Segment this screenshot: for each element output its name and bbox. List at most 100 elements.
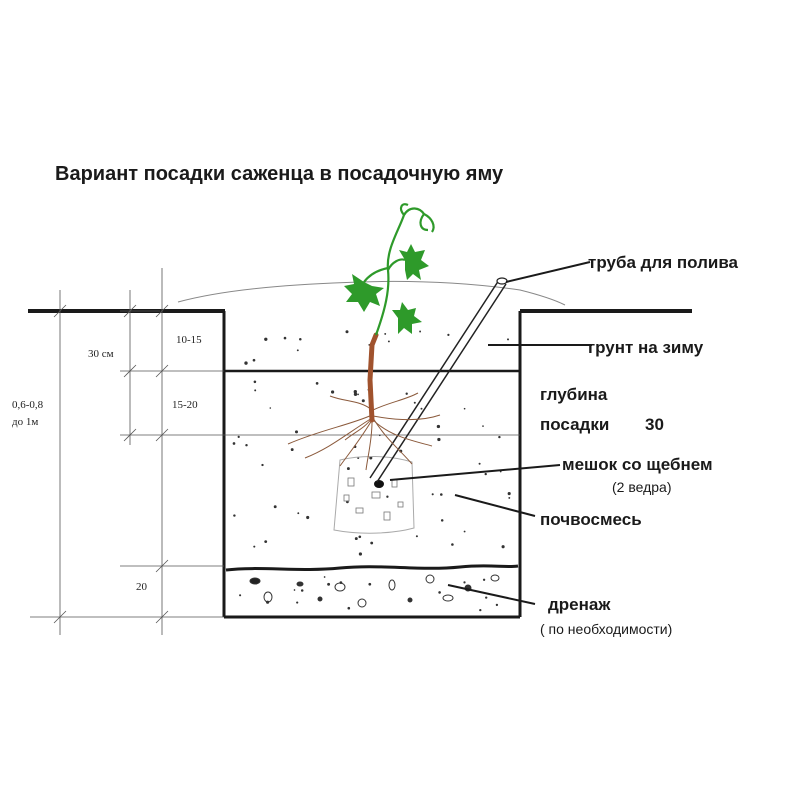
- label-drainage: дренаж: [548, 595, 611, 614]
- soil-speck: [232, 442, 236, 445]
- soil-speck: [387, 340, 390, 343]
- soil-speck: [498, 435, 501, 439]
- soil-speck: [283, 336, 287, 340]
- soil-speck: [254, 389, 257, 392]
- soil-speck: [239, 594, 242, 597]
- soil-speck: [386, 495, 389, 498]
- soil-speck: [233, 514, 236, 517]
- soil-speck: [451, 543, 454, 546]
- soil-speck: [384, 332, 387, 335]
- soil-speck: [315, 382, 319, 385]
- soil-speck: [506, 338, 510, 341]
- watering-pipe: [369, 277, 508, 483]
- soil-speck: [237, 435, 240, 439]
- soil-speck: [436, 424, 441, 429]
- soil-speck: [264, 337, 268, 341]
- dim-depth-30: 30 см: [88, 348, 114, 360]
- dim-drain-layer: 20: [136, 581, 148, 593]
- soil-speck: [357, 393, 359, 396]
- soil-speck: [438, 591, 441, 594]
- soil-speck: [507, 492, 511, 496]
- soil-speck: [244, 361, 248, 365]
- soil-speck: [440, 493, 443, 496]
- soil-speck: [463, 530, 466, 533]
- soil-speck: [323, 576, 326, 578]
- soil-speck: [431, 493, 434, 496]
- soil-speck: [478, 462, 481, 465]
- soil-speck: [273, 505, 277, 509]
- label-depth-value: 30: [645, 415, 664, 434]
- label-depth-line1: глубина: [540, 385, 608, 404]
- soil-speck: [353, 390, 357, 394]
- soil-speck: [415, 535, 418, 538]
- soil-speck: [369, 456, 373, 460]
- soil-speck: [437, 437, 441, 442]
- diagram-title: Вариант посадки саженца в посадочную яму: [55, 163, 504, 185]
- callout-lines: [389, 261, 592, 605]
- drainage-boundary: [225, 564, 519, 572]
- soil-speck: [261, 463, 264, 467]
- label-soil-mix: почвосмесь: [540, 510, 642, 529]
- soil-speck: [378, 434, 381, 437]
- dim-total-line2: до 1м: [12, 416, 38, 428]
- label-winter-soil: грунт на зиму: [588, 338, 704, 357]
- soil-speck: [479, 608, 482, 612]
- soil-speck: [405, 392, 408, 395]
- soil-speck: [508, 496, 511, 499]
- soil-speck: [370, 541, 374, 545]
- soil-speck: [484, 472, 487, 476]
- dim-total-line1: 0,6-0,8: [12, 399, 44, 411]
- soil-speck: [413, 401, 416, 404]
- label-pipe: труба для полива: [588, 253, 739, 272]
- soil-speck: [253, 380, 257, 384]
- soil-speck: [253, 545, 256, 548]
- soil-speck: [347, 606, 351, 610]
- soil-speck: [420, 407, 423, 410]
- soil-mound: [177, 280, 566, 306]
- drainage-stones: [249, 574, 500, 608]
- soil-speck: [419, 330, 422, 333]
- soil-speck: [306, 515, 310, 520]
- soil-speck: [345, 330, 349, 334]
- soil-speck: [361, 399, 365, 403]
- soil-speck: [358, 535, 362, 539]
- soil-speck: [299, 338, 302, 341]
- soil-speck: [331, 390, 335, 394]
- soil-speck: [296, 349, 299, 352]
- soil-speck: [297, 512, 300, 515]
- soil-speck: [368, 582, 372, 586]
- seedling-stem: [367, 332, 379, 423]
- gravel-bag: [333, 455, 415, 534]
- soil-speck: [353, 392, 358, 396]
- seedling-leaves: [344, 244, 429, 334]
- soil-speck: [501, 545, 505, 549]
- dimension-lines: [30, 268, 520, 635]
- soil-speck: [294, 430, 299, 434]
- label-bag: мешок со щебнем: [562, 455, 713, 474]
- soil-speck: [495, 603, 499, 607]
- soil-speck: [290, 448, 294, 452]
- soil-speck: [440, 519, 444, 522]
- soil-speck: [264, 540, 268, 543]
- dim-top-layer: 10-15: [176, 334, 202, 346]
- soil-speck: [358, 552, 362, 556]
- soil-speck: [327, 582, 331, 586]
- soil-speck: [293, 589, 296, 591]
- label-drainage-note: ( по необходимости): [540, 621, 672, 637]
- soil-speck: [463, 407, 466, 410]
- soil-speck: [296, 601, 299, 604]
- soil-speck: [482, 425, 484, 427]
- soil-speck: [346, 467, 350, 471]
- soil-speck: [485, 596, 488, 599]
- soil-speck: [252, 358, 256, 362]
- soil-speck: [447, 333, 450, 337]
- soil-speck: [463, 581, 466, 584]
- soil-speck: [300, 589, 304, 592]
- label-depth-line2: посадки: [540, 415, 609, 434]
- dim-second-layer: 15-20: [172, 399, 198, 411]
- soil-speck: [245, 443, 248, 447]
- label-bag-note: (2 ведра): [612, 479, 672, 495]
- soil-speck: [482, 578, 486, 581]
- soil-speck: [354, 537, 358, 541]
